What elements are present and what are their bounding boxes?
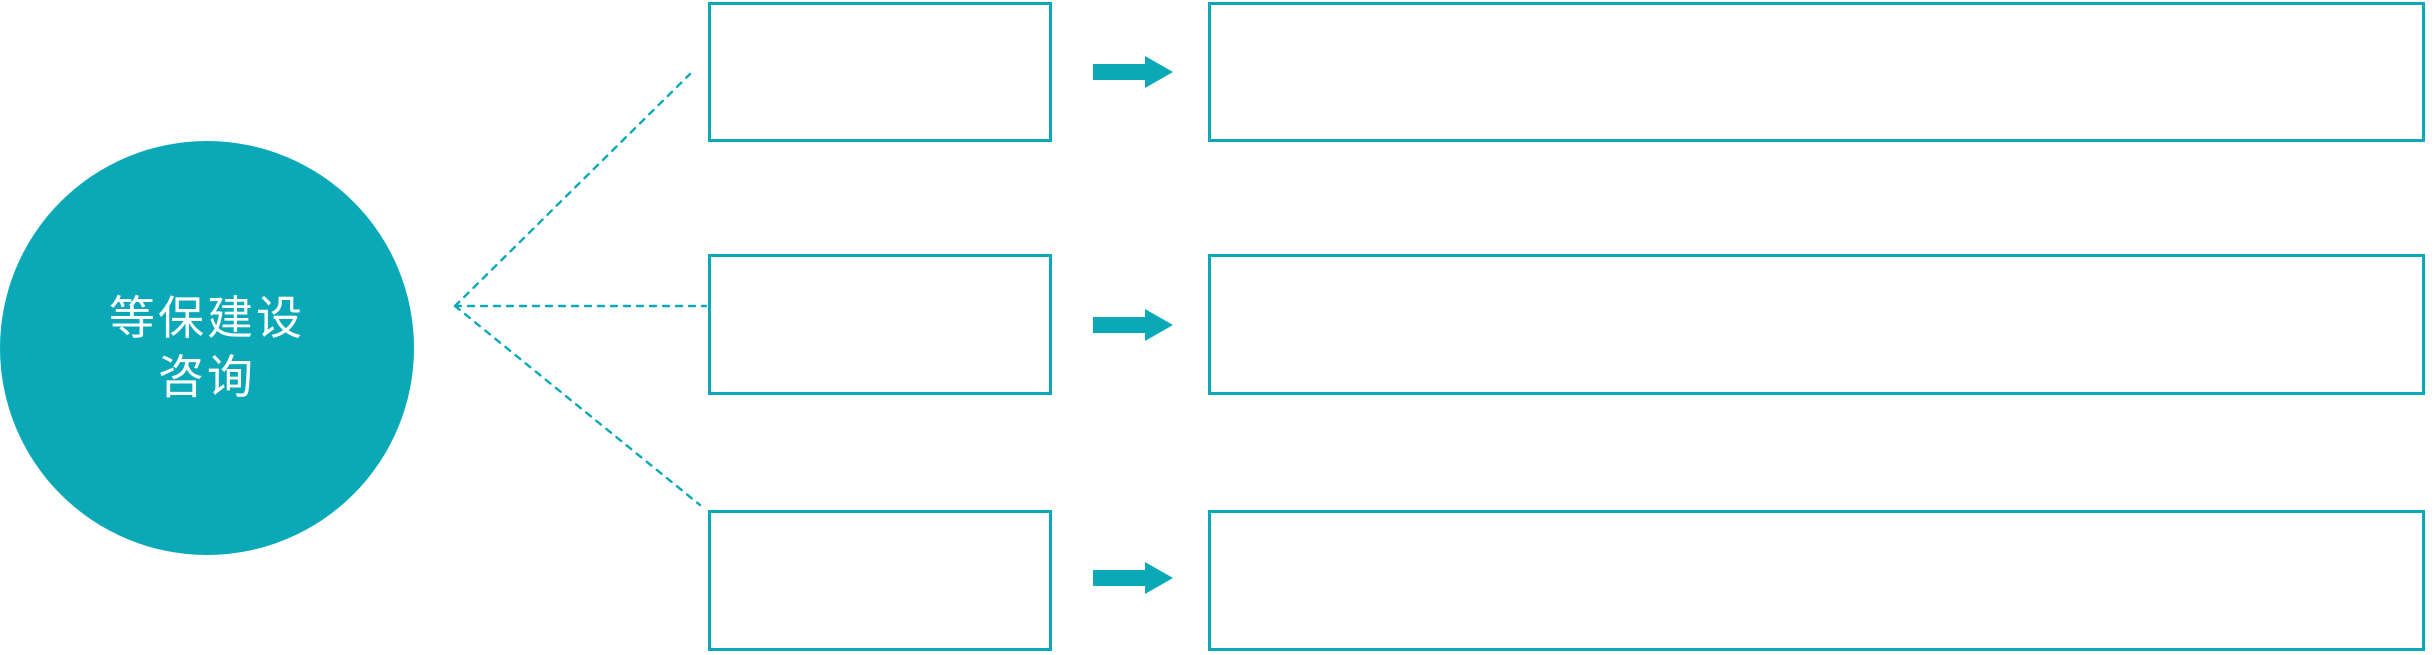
detail-box-1[interactable] [1208, 2, 2425, 142]
hub-circle[interactable]: 等保建设 咨询 [0, 141, 414, 555]
connector-branch-bottom [453, 304, 702, 507]
stage-box-1-label [711, 5, 1049, 25]
detail-box-2-label [1211, 257, 2422, 277]
hub-label-line1: 等保建设 [109, 292, 305, 345]
connector-branch-top [453, 72, 692, 308]
detail-box-3[interactable] [1208, 510, 2425, 651]
hub-label-line2: 咨询 [158, 351, 256, 403]
detail-box-1-label [1211, 5, 2422, 25]
stage-box-2-label [711, 257, 1049, 277]
stage-box-1[interactable] [708, 2, 1052, 142]
detail-box-2[interactable] [1208, 254, 2425, 395]
right-arrow-icon-3 [1093, 562, 1173, 594]
stage-box-2[interactable] [708, 254, 1052, 395]
right-arrow-icon-1 [1093, 56, 1173, 88]
right-arrow-icon-2 [1093, 309, 1173, 341]
detail-box-3-label [1211, 513, 2422, 533]
stage-box-3-label [711, 513, 1049, 533]
stage-box-3[interactable] [708, 510, 1052, 651]
